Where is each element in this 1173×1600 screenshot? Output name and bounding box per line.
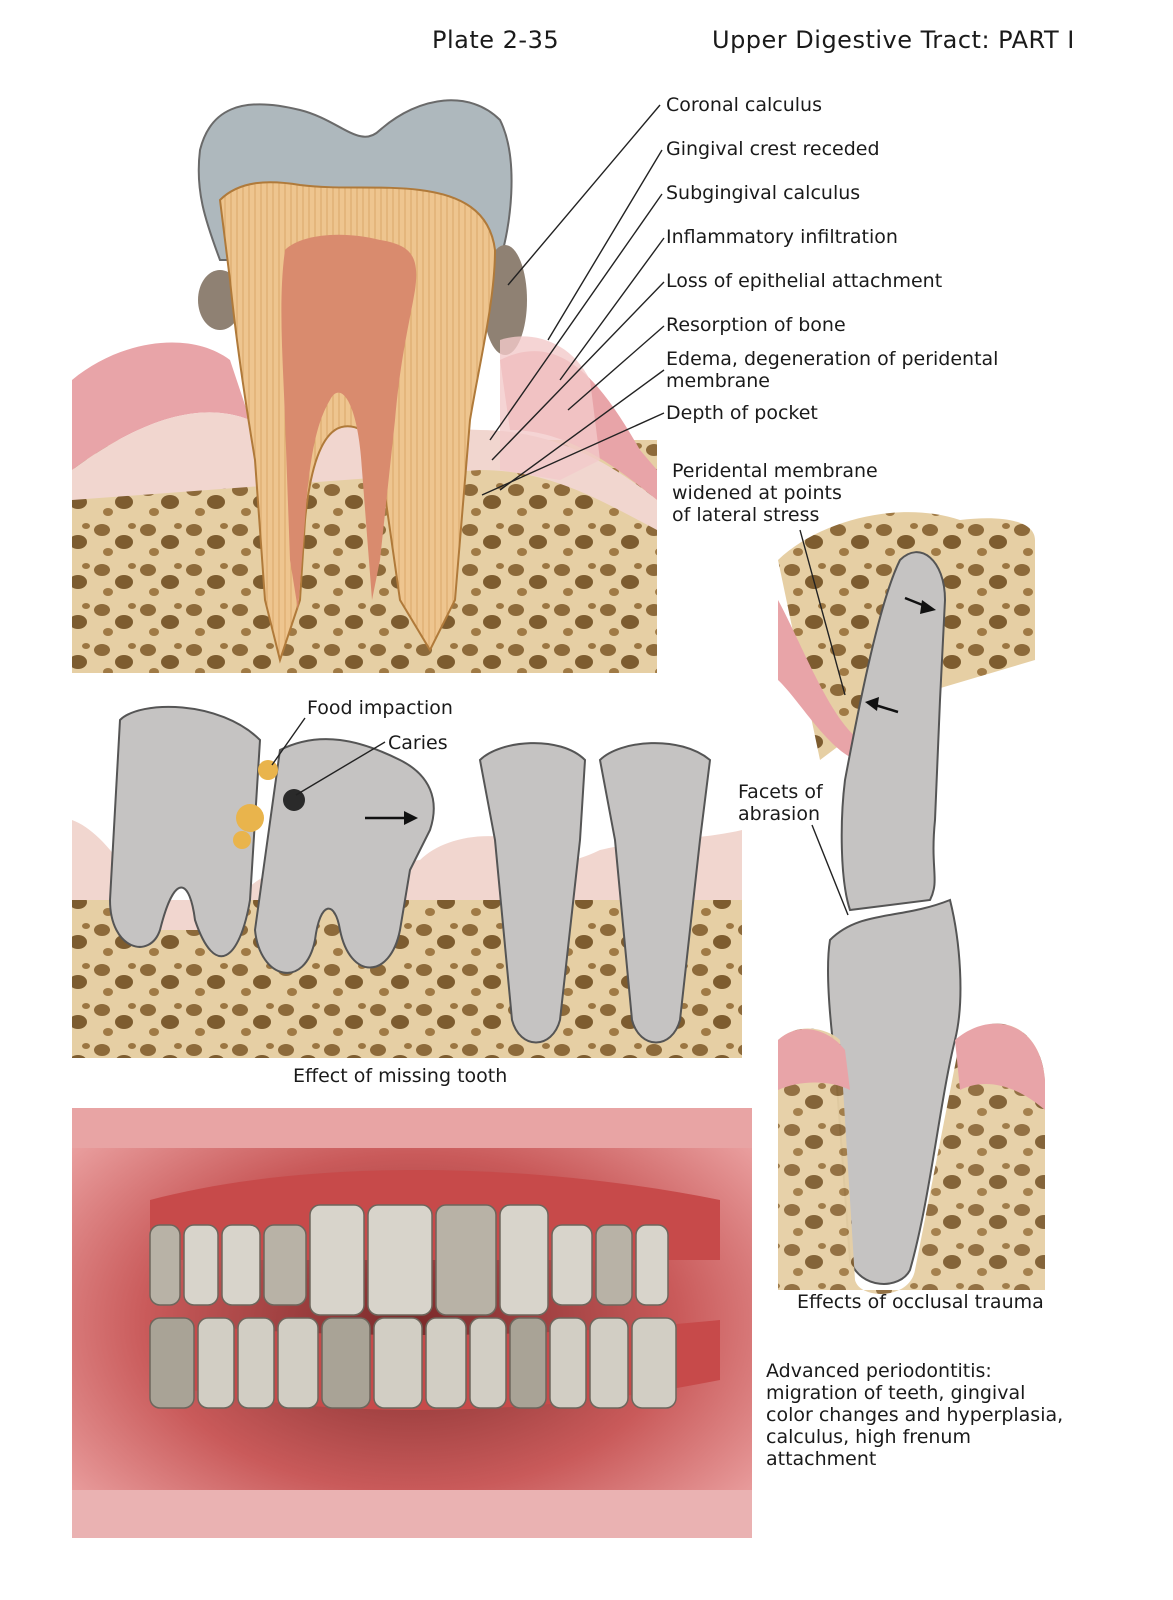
stress-arrow-lower-head — [865, 697, 879, 711]
upper-tooth — [840, 551, 947, 912]
upper-tooth-10 — [595, 1224, 633, 1306]
leader-inflammatory — [559, 237, 665, 381]
leader-pocket — [481, 412, 665, 496]
lower-lip — [72, 1490, 752, 1538]
upper-tooth-7 — [435, 1204, 497, 1316]
lower-tooth-12 — [631, 1317, 677, 1409]
pulp — [281, 234, 417, 610]
label-depth-of-pocket: Depth of pocket — [666, 402, 818, 424]
lower-tooth-2 — [197, 1317, 235, 1409]
food-1 — [258, 760, 278, 780]
label-facets-of-abrasion: Facets of abrasion — [738, 781, 823, 825]
plate-number: Plate 2-35 — [432, 26, 560, 54]
lower-tooth-3 — [237, 1317, 275, 1409]
upper-teeth — [149, 1204, 669, 1316]
lower-tooth-7 — [425, 1317, 467, 1409]
gingiva-left — [72, 342, 250, 470]
right-leader-lines — [799, 529, 849, 916]
label-peridental-widened: Peridental membrane widened at points of… — [672, 460, 878, 526]
occlusal-section — [778, 512, 1045, 1294]
leader-caries — [295, 741, 386, 796]
label-subgingival-calculus: Subgingival calculus — [666, 182, 861, 204]
lower-tooth-6 — [373, 1317, 423, 1409]
premolar-2 — [598, 742, 712, 1044]
lower-tooth-1 — [149, 1317, 195, 1409]
molar-left — [108, 705, 262, 958]
caries-spot — [283, 789, 305, 811]
lower-tooth-11 — [589, 1317, 629, 1409]
lower-tooth-8 — [469, 1317, 507, 1409]
food-2 — [236, 804, 264, 832]
leader-coronal-calculus — [507, 104, 661, 286]
lower-tooth-4 — [277, 1317, 319, 1409]
caption-missing-tooth: Effect of missing tooth — [293, 1065, 508, 1087]
label-inflammatory-infiltration: Inflammatory infiltration — [666, 226, 898, 248]
lower-gingiva-left — [778, 1029, 850, 1090]
leader-peridental-widened — [799, 529, 846, 696]
upper-tooth-6 — [367, 1204, 433, 1316]
section-title: Upper Digestive Tract: PART I — [712, 26, 1075, 54]
label-caries: Caries — [388, 732, 448, 754]
upper-tooth-11 — [635, 1224, 669, 1306]
leader-bone-resorption — [567, 325, 665, 411]
lower-tooth-9 — [509, 1317, 547, 1409]
upper-tooth-9 — [551, 1224, 593, 1306]
middle-leader-lines — [271, 717, 386, 796]
label-loss-epithelial-attachment: Loss of epithelial attachment — [666, 270, 943, 292]
upper-tooth-3 — [221, 1224, 261, 1306]
lower-teeth — [149, 1317, 677, 1409]
molar-section — [72, 99, 657, 673]
label-resorption-of-bone: Resorption of bone — [666, 314, 846, 336]
upper-tooth-4 — [263, 1224, 307, 1306]
upper-lip — [72, 1108, 752, 1148]
label-food-impaction: Food impaction — [307, 697, 453, 719]
label-gingival-crest-receded: Gingival crest receded — [666, 138, 880, 160]
premolar-1 — [478, 742, 587, 1044]
leader-epithelial — [491, 281, 665, 461]
lower-tooth-5 — [321, 1317, 371, 1409]
stress-arrow-upper-head — [920, 600, 936, 614]
label-edema-degeneration: Edema, degeneration of peridental membra… — [666, 348, 999, 392]
leader-edema — [499, 369, 665, 491]
label-coronal-calculus: Coronal calculus — [666, 94, 822, 116]
lower-bone — [778, 1023, 1045, 1294]
top-leader-lines — [481, 104, 665, 496]
lower-tooth-10 — [549, 1317, 587, 1409]
infiltration-zone — [500, 336, 600, 480]
upper-tooth-1 — [149, 1224, 181, 1306]
upper-tooth-8 — [499, 1204, 549, 1316]
food-3 — [233, 831, 251, 849]
upper-tooth-5 — [309, 1204, 365, 1316]
caption-advanced-periodontitis: Advanced periodontitis: migration of tee… — [766, 1360, 1064, 1470]
leader-facets — [811, 824, 849, 916]
lower-gingiva-right — [955, 1023, 1045, 1110]
leader-subgingival-calculus — [489, 193, 663, 441]
caption-occlusal-trauma: Effects of occlusal trauma — [797, 1291, 1044, 1313]
leader-gingival-crest — [547, 149, 663, 341]
drift-arrow-head — [404, 811, 418, 825]
leader-food-impaction — [271, 717, 306, 766]
upper-tooth-2 — [183, 1224, 219, 1306]
missing-tooth-section — [72, 705, 742, 1058]
